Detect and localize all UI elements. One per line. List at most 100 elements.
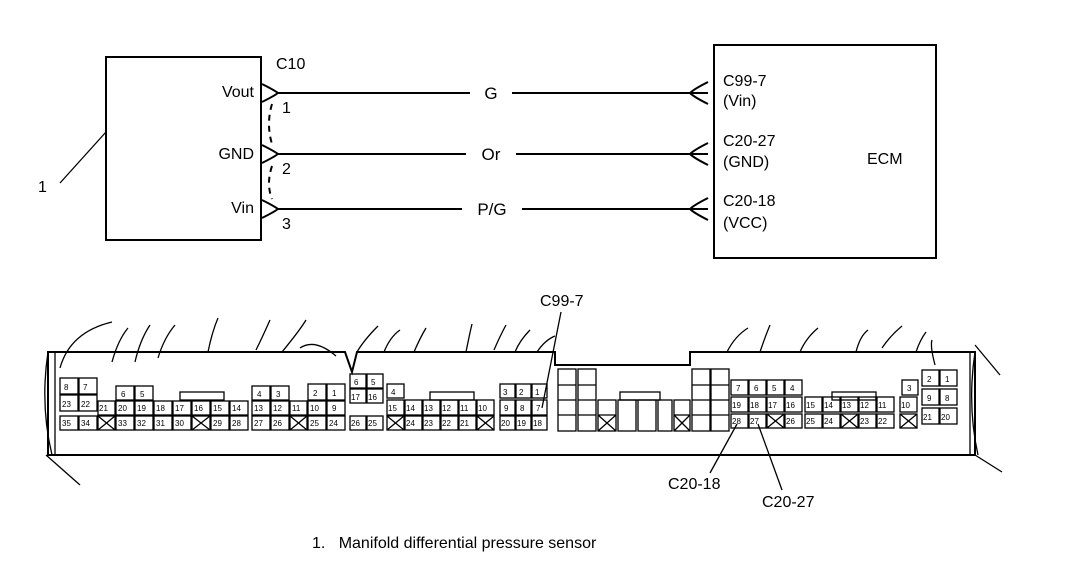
center-left-block: 6 5 4 3 2 1 17 16 15 14 13 12 11 10 9 8 … — [349, 373, 548, 431]
svg-text:16: 16 — [194, 404, 203, 413]
svg-text:23: 23 — [62, 400, 71, 409]
svg-text:26: 26 — [786, 417, 795, 426]
svg-text:20: 20 — [118, 404, 127, 413]
figure-caption: 1. Manifold differential pressure sensor — [312, 535, 596, 553]
svg-text:29: 29 — [213, 419, 222, 428]
svg-text:16: 16 — [368, 393, 377, 402]
svg-text:34: 34 — [81, 419, 90, 428]
pin-number-1: 1 — [282, 100, 291, 117]
pin-number-2: 2 — [282, 161, 291, 178]
svg-text:25: 25 — [310, 419, 319, 428]
svg-text:1: 1 — [332, 389, 337, 398]
ecm-terminal-1 — [688, 81, 709, 105]
pin-number-3: 3 — [282, 216, 291, 233]
center-right-block: 7 6 5 4 19 18 17 16 15 14 13 12 11 10 28… — [730, 379, 918, 429]
wire-color-3: P/G — [477, 200, 506, 219]
svg-text:8: 8 — [64, 383, 69, 392]
svg-text:28: 28 — [232, 419, 241, 428]
svg-text:23: 23 — [424, 419, 433, 428]
svg-text:12: 12 — [442, 404, 451, 413]
svg-text:20: 20 — [501, 419, 510, 428]
svg-text:25: 25 — [806, 417, 815, 426]
svg-text:26: 26 — [351, 419, 360, 428]
svg-text:18: 18 — [750, 401, 759, 410]
svg-text:15: 15 — [213, 404, 222, 413]
svg-text:3: 3 — [907, 384, 912, 393]
svg-text:11: 11 — [460, 404, 469, 413]
svg-text:13: 13 — [842, 401, 851, 410]
svg-text:31: 31 — [156, 419, 165, 428]
center-cavity-grid — [557, 368, 730, 432]
svg-text:6: 6 — [121, 390, 126, 399]
svg-text:3: 3 — [276, 390, 281, 399]
svg-text:22: 22 — [878, 417, 887, 426]
svg-text:6: 6 — [754, 384, 759, 393]
caption-number: 1. — [312, 535, 326, 552]
svg-text:15: 15 — [388, 404, 397, 413]
svg-text:4: 4 — [257, 390, 262, 399]
svg-text:30: 30 — [175, 419, 184, 428]
wire-color-1: G — [484, 84, 497, 103]
svg-text:6: 6 — [354, 378, 359, 387]
sensor-terminal-2 — [261, 144, 280, 164]
svg-text:1: 1 — [945, 375, 950, 384]
connector-face: 8 7 6 5 4 3 2 1 23 22 21 20 19 18 17 16 … — [44, 293, 1003, 511]
svg-text:18: 18 — [533, 419, 542, 428]
wire-color-2: Or — [482, 145, 501, 164]
ecm-label: ECM — [867, 151, 903, 168]
ecm-terminal-label-2: C20-27 — [723, 133, 776, 150]
svg-text:26: 26 — [273, 419, 282, 428]
svg-text:32: 32 — [137, 419, 146, 428]
svg-text:16: 16 — [786, 401, 795, 410]
svg-text:7: 7 — [736, 384, 741, 393]
svg-text:5: 5 — [371, 378, 376, 387]
ecm-terminal-label-1: C99-7 — [723, 73, 767, 90]
svg-text:14: 14 — [824, 401, 833, 410]
svg-text:12: 12 — [860, 401, 869, 410]
svg-text:3: 3 — [503, 388, 508, 397]
svg-text:5: 5 — [140, 390, 145, 399]
ecm-signal-label-2: (GND) — [723, 154, 769, 171]
svg-text:22: 22 — [442, 419, 451, 428]
svg-text:11: 11 — [292, 404, 301, 413]
svg-text:21: 21 — [923, 413, 932, 422]
sensor-terminal-1 — [261, 83, 280, 103]
left-block: 8 7 6 5 4 3 2 1 23 22 21 20 19 18 17 16 … — [59, 377, 346, 431]
svg-text:12: 12 — [273, 404, 282, 413]
connector-housing — [47, 351, 976, 456]
svg-text:8: 8 — [945, 394, 950, 403]
svg-text:4: 4 — [391, 388, 396, 397]
callout-c99-7: C99-7 — [540, 293, 584, 310]
svg-text:35: 35 — [62, 419, 71, 428]
pin-name-gnd: GND — [218, 146, 254, 163]
svg-text:25: 25 — [368, 419, 377, 428]
svg-text:1: 1 — [535, 388, 540, 397]
connector-body-dashed — [268, 103, 273, 200]
sensor-callout-leader — [59, 131, 107, 184]
svg-text:21: 21 — [460, 419, 469, 428]
svg-text:2: 2 — [519, 388, 524, 397]
ecm-terminal-2 — [688, 142, 709, 166]
svg-text:5: 5 — [772, 384, 777, 393]
callout-c20-18-leader — [709, 423, 738, 474]
svg-text:21: 21 — [99, 404, 108, 413]
svg-text:10: 10 — [901, 401, 910, 410]
sensor-connector-label: C10 — [276, 56, 305, 73]
ecm-box — [713, 44, 937, 259]
svg-text:15: 15 — [806, 401, 815, 410]
svg-text:20: 20 — [941, 413, 950, 422]
callout-c20-27: C20-27 — [762, 494, 815, 511]
svg-text:19: 19 — [137, 404, 146, 413]
svg-text:17: 17 — [351, 393, 360, 402]
sensor-callout-number: 1 — [38, 179, 47, 196]
sensor-terminal-3 — [261, 199, 280, 219]
svg-text:4: 4 — [790, 384, 795, 393]
svg-text:23: 23 — [860, 417, 869, 426]
svg-text:27: 27 — [750, 417, 759, 426]
ecm-signal-label-1: (Vin) — [723, 93, 757, 110]
svg-text:14: 14 — [406, 404, 415, 413]
svg-text:14: 14 — [232, 404, 241, 413]
svg-text:2: 2 — [313, 389, 318, 398]
svg-text:8: 8 — [520, 404, 525, 413]
